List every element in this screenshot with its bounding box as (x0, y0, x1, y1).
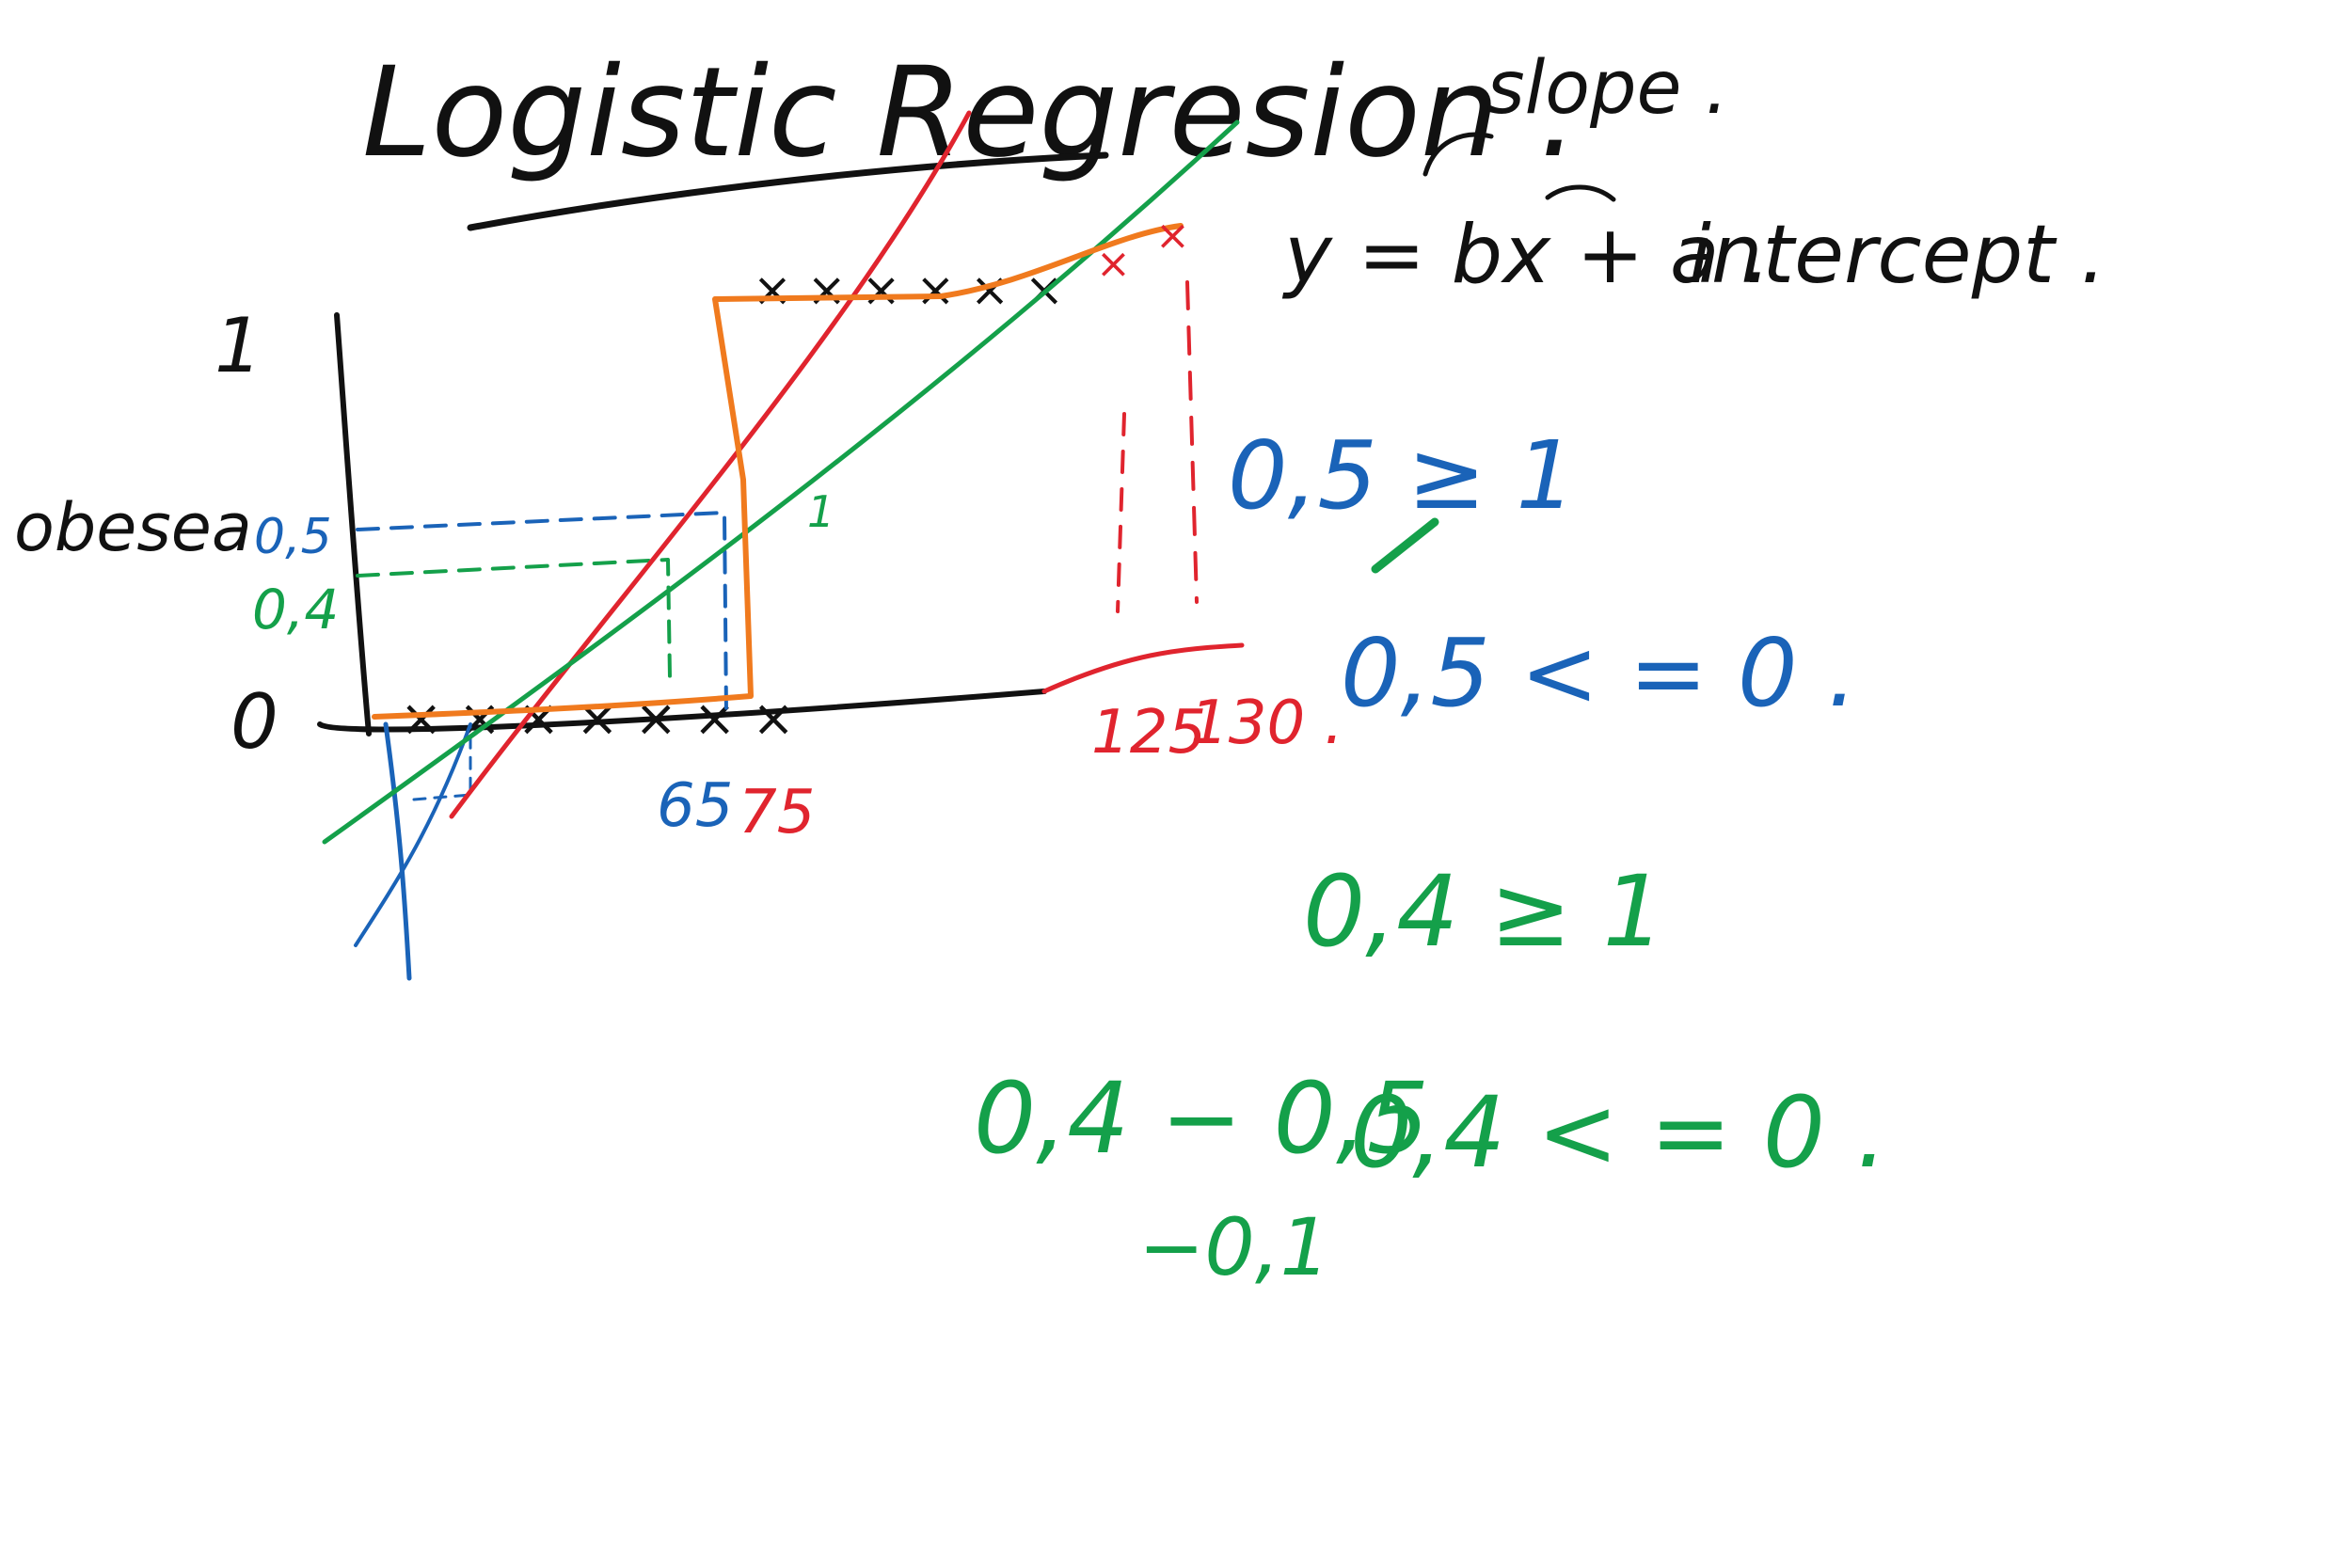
slope-note: slope . (1486, 46, 1728, 131)
green-rule-1: 0,4 ≥ 1 (1303, 854, 1665, 969)
x-mark-red-2: 125 (1091, 698, 1206, 768)
blue-rule-2: 0,5 < = 0 . (1341, 618, 1857, 728)
x-mark-red: 75 (739, 778, 815, 847)
blue-rule-1: 0,5 ≥ 1 (1228, 420, 1576, 531)
intercept-arrow (1545, 184, 1616, 202)
y-mark-green: 0,4 (252, 578, 339, 641)
red-dashed-guide-1 (1116, 412, 1126, 613)
y-tick-bottom: 0 (230, 678, 278, 766)
green-calc: 0,4 − 0,5 (974, 1061, 1429, 1176)
equation-formula: y = bx + a . (1281, 208, 1771, 302)
y-axis (334, 312, 372, 736)
x-axis (317, 689, 1047, 733)
y-axis-label: obesea (14, 489, 252, 566)
blue-regression-line (383, 721, 412, 981)
data-marks-top: × × × × × × (753, 262, 1064, 317)
green-regression-line (322, 119, 1240, 845)
x-axis-extension-red (1041, 642, 1245, 694)
red-x-mark-1: × (1096, 240, 1131, 288)
x-mark-blue: 65 (657, 771, 733, 841)
y-mark-blue: 0,5 (254, 509, 332, 565)
y-tick-top: 1 (215, 302, 262, 389)
intercept-note: intercept . (1689, 208, 2106, 302)
red-x-mark-2: × (1155, 212, 1190, 260)
title-underline (467, 151, 1109, 231)
point-label: 1 (807, 486, 834, 537)
green-rule-2: 0,4 < = 0 . (1350, 1075, 1887, 1190)
blue-dashed-guide (356, 511, 728, 717)
blue-regression-tail (354, 722, 472, 947)
blue-rule-1-underline (1371, 517, 1439, 574)
red-dashed-guide-2 (1185, 280, 1199, 604)
slope-arrow (1422, 132, 1494, 177)
blue-dashed-small (412, 722, 472, 801)
green-result: −0,1 (1138, 1201, 1330, 1293)
x-mark-red-3: 130 . (1190, 689, 1343, 758)
orange-step-curve (372, 223, 1184, 720)
green-dashed-guide (356, 558, 672, 679)
red-regression-line (449, 110, 972, 819)
